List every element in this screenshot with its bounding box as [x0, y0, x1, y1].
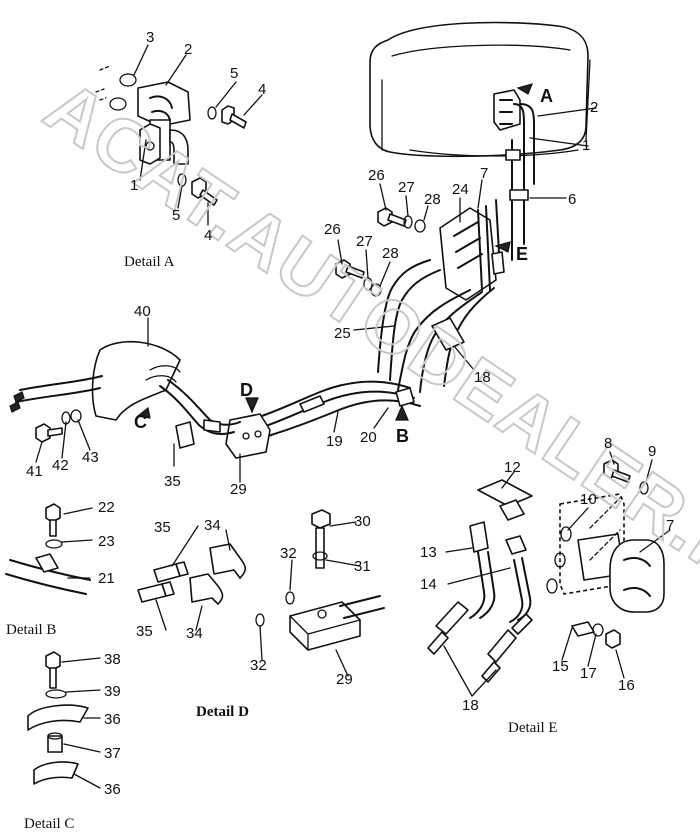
- part-number-labels: 3 2 5 4 1 5 4 2 1 6 7 24 26 27 28 26 27 …: [26, 29, 674, 798]
- detail-b-drawing: [5, 503, 93, 595]
- part-label-22: 22: [98, 499, 115, 516]
- part-label-2: 2: [590, 99, 598, 116]
- part-label-28: 28: [382, 245, 399, 262]
- part-label-24: 24: [452, 181, 469, 198]
- detail-c-caption: Detail C: [24, 816, 74, 832]
- part-label-17: 17: [580, 665, 597, 682]
- part-label-34: 34: [186, 625, 203, 642]
- part-label-5: 5: [172, 207, 180, 224]
- part-label-20: 20: [360, 429, 377, 446]
- part-label-35: 35: [136, 623, 153, 640]
- detail-e-caption: Detail E: [508, 720, 558, 736]
- part-label-39: 39: [104, 683, 121, 700]
- part-label-15: 15: [552, 658, 569, 675]
- part-label-36: 36: [104, 781, 121, 798]
- part-label-26: 26: [324, 221, 341, 238]
- part-label-35: 35: [164, 473, 181, 490]
- part-label-8: 8: [604, 435, 612, 452]
- part-label-4: 4: [258, 81, 266, 98]
- detail-a-caption: Detail A: [124, 254, 175, 270]
- part-label-30: 30: [354, 513, 371, 530]
- part-label-18: 18: [462, 697, 479, 714]
- part-label-18: 18: [474, 369, 491, 386]
- part-label-2: 2: [184, 41, 192, 58]
- part-label-6: 6: [568, 191, 576, 208]
- part-label-12: 12: [504, 459, 521, 476]
- part-label-16: 16: [618, 677, 635, 694]
- part-label-5: 5: [230, 65, 238, 82]
- part-label-35: 35: [154, 519, 171, 536]
- part-label-41: 41: [26, 463, 43, 480]
- detail-b-caption: Detail B: [6, 622, 56, 638]
- part-label-9: 9: [648, 443, 656, 460]
- view-ref-d: D: [240, 380, 253, 400]
- part-label-1: 1: [130, 177, 138, 194]
- part-label-27: 27: [356, 233, 373, 250]
- part-label-13: 13: [420, 544, 437, 561]
- part-label-37: 37: [104, 745, 121, 762]
- detail-e-drawing: [427, 451, 671, 697]
- detail-c-drawing: [27, 651, 101, 789]
- part-label-29: 29: [336, 671, 353, 688]
- part-label-29: 29: [230, 481, 247, 498]
- view-reference-letters: A E D B C: [134, 86, 553, 446]
- part-label-4: 4: [204, 227, 212, 244]
- detail-d-caption: Detail D: [196, 704, 249, 720]
- part-label-32: 32: [280, 545, 297, 562]
- view-ref-b: B: [396, 426, 409, 446]
- detail-d-drawing: [137, 509, 385, 677]
- part-label-1: 1: [582, 137, 590, 154]
- part-label-42: 42: [52, 457, 69, 474]
- view-ref-a: A: [540, 86, 553, 106]
- part-label-19: 19: [326, 433, 343, 450]
- part-label-34: 34: [204, 517, 221, 534]
- part-label-43: 43: [82, 449, 99, 466]
- part-label-10: 10: [580, 491, 597, 508]
- main-assembly-drawing: [9, 21, 597, 483]
- detail-a-drawing: [95, 44, 263, 226]
- view-ref-c: C: [134, 412, 147, 432]
- part-label-14: 14: [420, 576, 437, 593]
- part-label-38: 38: [104, 651, 121, 668]
- part-label-31: 31: [354, 558, 371, 575]
- part-label-28: 28: [424, 191, 441, 208]
- part-label-7: 7: [480, 165, 488, 182]
- part-label-25: 25: [334, 325, 351, 342]
- detail-captions: Detail A Detail B Detail C Detail D Deta…: [6, 254, 558, 832]
- part-label-3: 3: [146, 29, 154, 46]
- part-label-27: 27: [398, 179, 415, 196]
- part-label-26: 26: [368, 167, 385, 184]
- view-ref-e: E: [516, 244, 528, 264]
- part-label-7: 7: [666, 517, 674, 534]
- part-label-23: 23: [98, 533, 115, 550]
- part-label-21: 21: [98, 570, 115, 587]
- part-label-40: 40: [134, 303, 151, 320]
- part-label-36: 36: [104, 711, 121, 728]
- part-label-32: 32: [250, 657, 267, 674]
